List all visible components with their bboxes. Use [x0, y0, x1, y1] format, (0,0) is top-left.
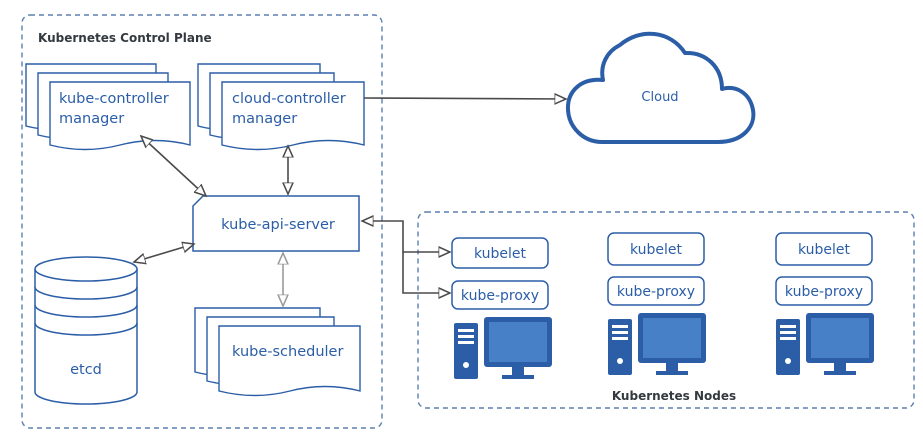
node-3-kube-proxy-label: kube-proxy: [785, 284, 863, 300]
connector-controller-api: [141, 136, 206, 196]
kube-controller-label-line2: manager: [59, 111, 124, 127]
node-3: kubelet kube-proxy: [775, 232, 874, 375]
kube-scheduler-label: kube-scheduler: [232, 344, 343, 360]
control-plane-group: [21, 14, 383, 429]
cloud-controller-manager: cloud-controller manager: [197, 63, 365, 151]
kube-controller-manager: kube-controller manager: [25, 63, 191, 151]
connector-etcd-api: [134, 244, 194, 262]
connector-cloudcontroller-cloud: [363, 98, 566, 99]
control-plane-title: Kubernetes Control Plane: [38, 31, 212, 45]
node-2-kubelet-label: kubelet: [630, 242, 683, 258]
connector-api-kube-proxy: [402, 252, 450, 293]
kube-api-server-label: kube-api-server: [221, 217, 335, 233]
cloud-label: Cloud: [641, 90, 678, 105]
node-1-kubelet-label: kubelet: [474, 246, 527, 262]
etcd-database: etcd: [34, 256, 138, 405]
cloud-shape: [565, 31, 756, 144]
etcd-label: etcd: [70, 362, 102, 378]
cloud-controller-label-line1: cloud-controller: [232, 91, 346, 107]
node-1-computer-icon: [454, 317, 552, 379]
node-2: kubelet kube-proxy: [607, 232, 706, 375]
node-2-computer-icon: [608, 313, 706, 375]
node-3-computer-icon: [776, 313, 874, 375]
node-2-kube-proxy-label: kube-proxy: [617, 284, 695, 300]
node-3-kubelet-label: kubelet: [798, 242, 851, 258]
node-1-kube-proxy-label: kube-proxy: [461, 288, 539, 304]
kube-api-server: kube-api-server: [192, 195, 360, 252]
kube-controller-label-line1: kube-controller: [59, 91, 169, 107]
kube-scheduler: kube-scheduler: [194, 307, 361, 397]
nodes-title: Kubernetes Nodes: [612, 389, 736, 403]
node-1: kubelet kube-proxy: [451, 237, 552, 379]
cloud-controller-label-line2: manager: [232, 111, 297, 127]
cloud: Cloud: [565, 31, 756, 144]
connector-api-kubelet: [362, 221, 450, 252]
